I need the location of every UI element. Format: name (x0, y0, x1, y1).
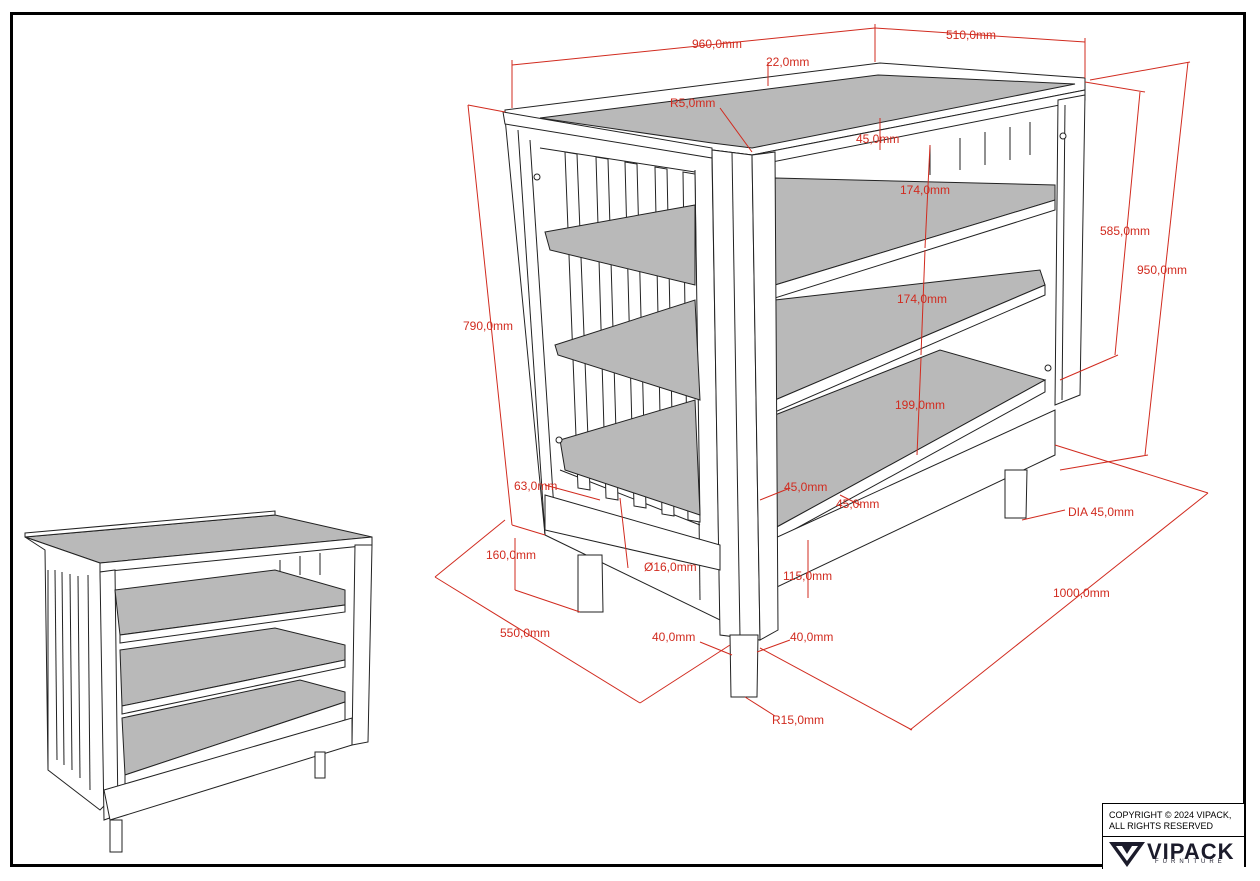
dim-45-b: 45,0mm (836, 497, 879, 511)
copyright-box: COPYRIGHT © 2024 VIPACK, ALL RIGHTS RESE… (1102, 803, 1244, 869)
main-illustration (502, 62, 1086, 698)
dim-leg-radius: R15,0mm (772, 713, 824, 727)
brand-name: VIPACK (1147, 839, 1235, 864)
dim-shelf-174-a: 174,0mm (900, 183, 950, 197)
dim-height-790: 790,0mm (463, 319, 513, 333)
dim-leg-40-a: 40,0mm (652, 630, 695, 644)
dim-depth-510: 510,0mm (946, 28, 996, 42)
dim-shelf-199: 199,0mm (895, 398, 945, 412)
copyright-text: COPYRIGHT © 2024 VIPACK, ALL RIGHTS RESE… (1109, 810, 1241, 832)
dimension-labels: 960,0mm 510,0mm 22,0mm R5,0mm 45,0mm 174… (463, 28, 1187, 727)
dim-bar-diameter: Ø16,0mm (644, 560, 697, 574)
dim-115: 115,0mm (783, 569, 832, 583)
dimension-lines (434, 24, 1209, 731)
dim-length-1000: 1000,0mm (1053, 586, 1110, 600)
vipack-logo-icon (1109, 842, 1145, 867)
brand-logo: VIPACK FURNITURE (1103, 836, 1244, 870)
dim-depth-550: 550,0mm (500, 626, 550, 640)
copyright-line-2: ALL RIGHTS RESERVED (1109, 821, 1214, 831)
legs (577, 469, 1028, 698)
dim-shelf-174-b: 174,0mm (897, 292, 947, 306)
dim-160: 160,0mm (486, 548, 536, 562)
drawing-frame (10, 12, 1246, 867)
dim-63: 63,0mm (514, 479, 557, 493)
dim-radius-5: R5,0mm (670, 96, 715, 110)
copyright-line-1: COPYRIGHT © 2024 VIPACK, (1109, 810, 1232, 820)
preview-illustration (24, 510, 373, 853)
dim-rail-22: 22,0mm (766, 55, 809, 69)
dim-width-960: 960,0mm (692, 37, 742, 51)
dim-gap-45: 45,0mm (856, 132, 899, 146)
dim-height-585: 585,0mm (1100, 224, 1150, 238)
dim-leg-40-b: 40,0mm (790, 630, 833, 644)
dim-leg-diameter: DIA 45,0mm (1068, 505, 1134, 519)
brand-subtitle: FURNITURE (1155, 859, 1226, 865)
dim-45-a: 45,0mm (784, 480, 827, 494)
dim-height-950: 950,0mm (1137, 263, 1187, 277)
